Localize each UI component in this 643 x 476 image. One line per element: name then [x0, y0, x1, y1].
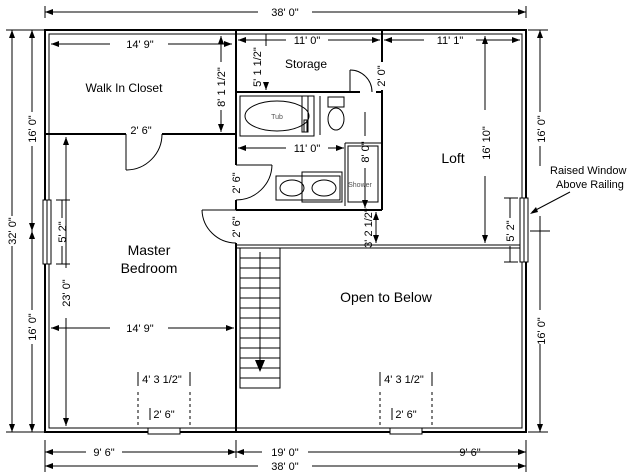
master-width-dimension-line [51, 325, 234, 331]
bottom-overall-dimension-line [44, 440, 527, 472]
left-lower-dimension: 16' 0" [27, 313, 39, 341]
loft-window [519, 197, 529, 263]
raised-window-label-line1: Raised Window [550, 165, 626, 177]
bath-door-dimension: 2' 6" [231, 172, 243, 193]
right-dimension-lines [528, 29, 550, 433]
interior-walls [45, 30, 522, 432]
loft-depth-dimension: 16' 10" [481, 126, 493, 160]
master-depth-dimension: 23' 0" [61, 279, 73, 307]
shower-label: Shower [348, 182, 372, 189]
storage-width-dimension: 11' 0" [294, 35, 321, 47]
open-to-below-label: Open to Below [340, 289, 433, 305]
storage-depth-dimension-line [263, 34, 269, 90]
tub-label: Tub [271, 114, 283, 121]
bottom-window-right-span-dimension: 4' 3 1/2" [384, 374, 424, 386]
storage-door [349, 69, 373, 93]
storage-depth-dimension: 5' 1 1/2" [252, 47, 264, 87]
raised-window-label-line2: Above Railing [556, 179, 624, 191]
loft-label: Loft [441, 150, 464, 166]
storage-door-dimension: 2' 0" [376, 65, 388, 86]
bath-width-dimension-line [238, 145, 344, 151]
loft-width-dimension-line [384, 37, 520, 43]
storage-label: Storage [285, 57, 327, 71]
loft-depth-dimension-line [482, 36, 488, 243]
master-window-dimension: 5' 2" [57, 221, 69, 242]
closet-depth-dimension-line [218, 36, 224, 132]
hall-door-dimension: 2' 6" [231, 216, 243, 237]
top-overall-dimension: 38' 0" [271, 7, 299, 19]
hall-door [201, 209, 237, 244]
double-vanity [275, 171, 343, 203]
master-depth-dimension-line [63, 137, 69, 426]
bottom-overall-dimension: 38' 0" [271, 461, 299, 473]
closet-depth-dimension: 8' 1 1/2" [216, 67, 228, 107]
bottom-left-dimension: 9' 6" [93, 447, 114, 459]
rail-offset-dimension: 3' 2 1/2" [363, 208, 375, 248]
master-width-dimension: 14' 9" [126, 323, 154, 335]
loft-window-dimension: 5' 2" [505, 220, 517, 241]
bottom-segment-dimension-line [45, 449, 526, 455]
bottom-window-right-span-line [379, 372, 433, 386]
left-upper-dimension: 16' 0" [27, 115, 39, 143]
storage-width-dimension-line [238, 37, 380, 43]
master-bedroom-label-line1: Master [128, 242, 171, 258]
loft-window-dimension-line [504, 197, 518, 263]
left-overall-dimension: 32' 0" [7, 217, 19, 245]
staircase [239, 247, 281, 389]
right-lower-dimension: 16' 0" [536, 317, 548, 345]
shower-depth-dimension-line [362, 112, 368, 208]
bath-width-dimension: 11' 0" [294, 143, 321, 155]
closet-door [125, 133, 163, 171]
master-window [42, 199, 52, 265]
closet-width-dimension: 14' 9" [126, 39, 154, 51]
closet-door-dimension: 2' 6" [130, 125, 151, 137]
loft-width-dimension: 11' 1" [437, 35, 464, 47]
master-bedroom-label-line2: Bedroom [121, 260, 178, 276]
walk-in-closet-label: Walk In Closet [86, 81, 164, 95]
bath-door [235, 164, 273, 201]
bottom-right-dimension: 9' 6" [459, 447, 480, 459]
bottom-center-dimension: 19' 0" [271, 447, 299, 459]
right-upper-dimension: 16' 0" [536, 115, 548, 143]
bottom-window-left-span-line [137, 372, 191, 386]
bathtub: Tub [239, 95, 315, 137]
master-window-dimension-line [56, 199, 70, 265]
bottom-window-left-width-dimension: 2' 6" [153, 409, 174, 421]
rail-offset-dimension-line [373, 212, 379, 243]
shower-depth-dimension: 8' 0" [360, 141, 372, 162]
left-dimension-lines [6, 29, 44, 433]
top-dimension-line [44, 6, 527, 18]
vanity-sinks [301, 95, 309, 133]
bottom-window-right [379, 392, 433, 435]
toilet [327, 96, 345, 131]
raised-window-leader [531, 191, 571, 213]
bottom-window-right-width-dimension: 2' 6" [395, 409, 416, 421]
bottom-window-left-span-dimension: 4' 3 1/2" [142, 374, 182, 386]
bottom-window-left [137, 392, 191, 435]
